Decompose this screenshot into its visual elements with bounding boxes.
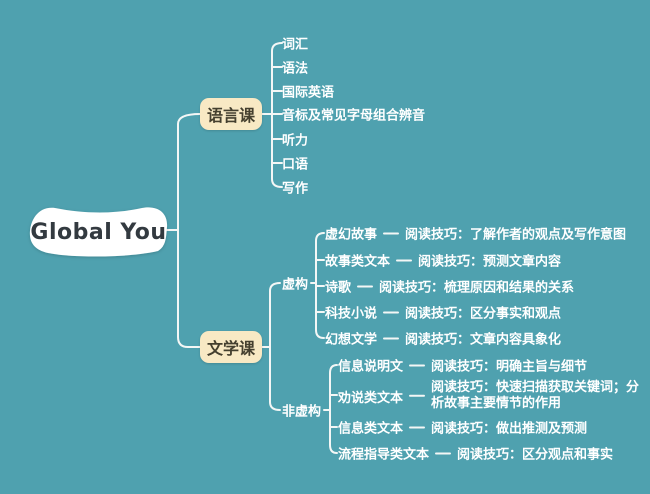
topic-technique-connector bbox=[409, 395, 426, 397]
topic-technique-connector bbox=[435, 452, 452, 454]
topic-label: 科技小说 bbox=[325, 306, 378, 322]
topic-label: 信息类文本 bbox=[338, 421, 404, 437]
root-node-label[interactable]: Global You bbox=[30, 219, 167, 245]
node-label: 音标及常见字母组合辨音 bbox=[282, 108, 426, 124]
topic-technique-connector bbox=[396, 259, 413, 261]
topic-label: 幻想文学 bbox=[325, 332, 378, 348]
node-persuasive-text[interactable]: 劝说类文本 阅读技巧：快速扫描获取关键词；分析故事主要情节的作用 bbox=[338, 380, 650, 413]
technique-label: 阅读技巧：预测文章内容 bbox=[418, 254, 562, 270]
topic-technique-connector bbox=[383, 337, 400, 339]
node-writing[interactable]: 写作 bbox=[282, 178, 308, 197]
node-fantasy-literature[interactable]: 幻想文学 阅读技巧：文章内容具象化 bbox=[325, 329, 561, 348]
topic-label: 诗歌 bbox=[325, 280, 352, 296]
topic-technique-connector bbox=[357, 285, 374, 287]
node-label: 非虚构 bbox=[282, 404, 322, 420]
node-sci-fi[interactable]: 科技小说 阅读技巧：区分事实和观点 bbox=[325, 303, 561, 322]
node-informational-expository[interactable]: 信息说明文 阅读技巧：明确主旨与细节 bbox=[338, 356, 587, 375]
topic-label: 流程指导类文本 bbox=[338, 447, 430, 463]
technique-label: 阅读技巧：明确主旨与细节 bbox=[431, 359, 588, 375]
node-fiction[interactable]: 虚构 bbox=[282, 274, 308, 293]
technique-label: 阅读技巧：了解作者的观点及写作意图 bbox=[405, 227, 627, 243]
technique-label: 阅读技巧：做出推测及预测 bbox=[431, 421, 588, 437]
node-label: 国际英语 bbox=[282, 85, 335, 101]
node-label: 写作 bbox=[282, 181, 309, 197]
topic-technique-connector bbox=[409, 364, 426, 366]
literature-bus bbox=[269, 282, 281, 411]
technique-label: 阅读技巧：区分观点和事实 bbox=[457, 447, 614, 463]
topic-label: 故事类文本 bbox=[325, 254, 391, 270]
technique-label: 阅读技巧：梳理原因和结果的关系 bbox=[379, 280, 575, 296]
node-label: 口语 bbox=[282, 157, 309, 173]
technique-label: 阅读技巧：文章内容具象化 bbox=[405, 332, 562, 348]
topic-label: 虚幻故事 bbox=[325, 227, 378, 243]
node-label: 语法 bbox=[282, 61, 309, 77]
topic-label: 劝说类文本 bbox=[338, 390, 404, 406]
topic-technique-connector bbox=[383, 232, 400, 234]
trunk-connector bbox=[177, 113, 201, 348]
node-fantasy-story[interactable]: 虚幻故事 阅读技巧：了解作者的观点及写作意图 bbox=[325, 224, 626, 243]
node-phonics[interactable]: 音标及常见字母组合辨音 bbox=[282, 105, 425, 124]
node-grammar[interactable]: 语法 bbox=[282, 58, 308, 77]
topic-technique-connector bbox=[409, 426, 426, 428]
technique-label: 阅读技巧：区分事实和观点 bbox=[405, 306, 562, 322]
branch-node-literature[interactable]: 文学课 bbox=[200, 331, 262, 363]
topic-label: 信息说明文 bbox=[338, 359, 404, 375]
node-informational-text[interactable]: 信息类文本 阅读技巧：做出推测及预测 bbox=[338, 418, 587, 437]
node-story-text[interactable]: 故事类文本 阅读技巧：预测文章内容 bbox=[325, 251, 561, 270]
node-procedural-text[interactable]: 流程指导类文本 阅读技巧：区分观点和事实 bbox=[338, 444, 613, 463]
node-international-english[interactable]: 国际英语 bbox=[282, 82, 334, 101]
node-vocabulary[interactable]: 词汇 bbox=[282, 34, 308, 53]
node-listening[interactable]: 听力 bbox=[282, 130, 308, 149]
node-label: 听力 bbox=[282, 133, 309, 149]
node-poetry[interactable]: 诗歌 阅读技巧：梳理原因和结果的关系 bbox=[325, 277, 574, 296]
node-label: 虚构 bbox=[282, 277, 309, 293]
node-label: 词汇 bbox=[282, 37, 309, 53]
node-speaking[interactable]: 口语 bbox=[282, 154, 308, 173]
root-node-shape[interactable] bbox=[29, 207, 168, 257]
node-nonfiction[interactable]: 非虚构 bbox=[282, 401, 321, 420]
technique-label: 阅读技巧：快速扫描获取关键词；分析故事主要情节的作用 bbox=[431, 379, 640, 411]
topic-technique-connector bbox=[383, 311, 400, 313]
nonfiction-bus bbox=[329, 364, 338, 454]
branch-node-language[interactable]: 语言课 bbox=[200, 98, 262, 130]
